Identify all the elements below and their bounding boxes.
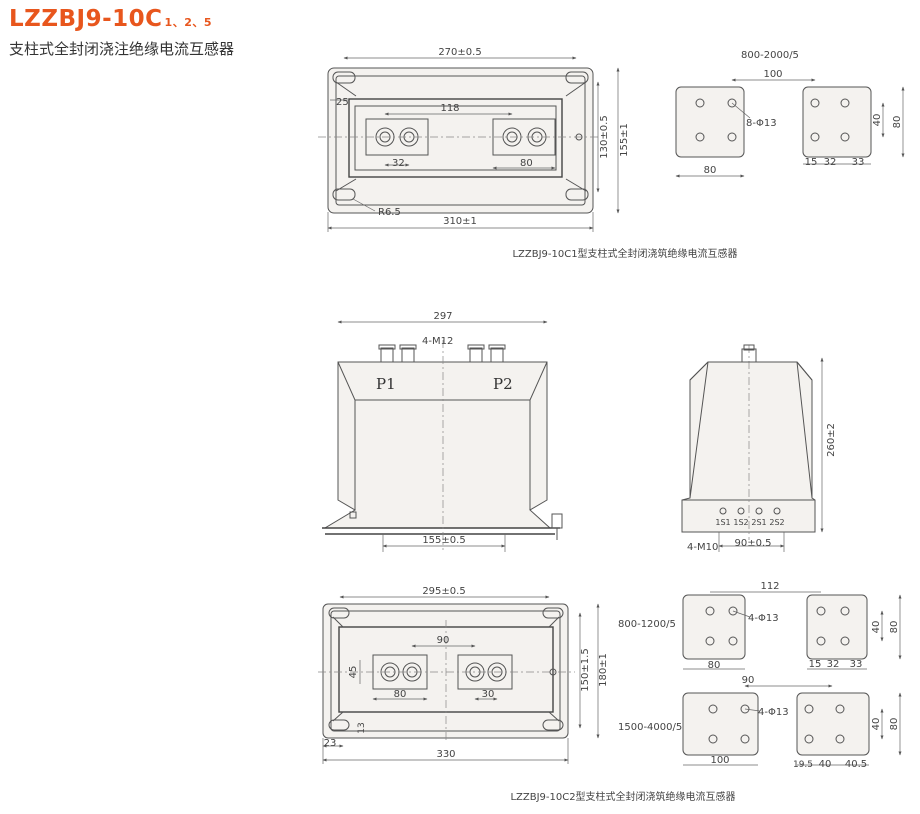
hole-8-phi13: 8-Φ13: [746, 118, 777, 129]
hole-a-4-phi13: 4-Φ13: [748, 613, 779, 624]
ratio-800-1200: 800-1200/5: [618, 619, 676, 630]
dim-295: 295±0.5: [422, 586, 465, 597]
dim-40-c: 40: [819, 759, 832, 770]
dim-90-05: 90±0.5: [734, 538, 771, 549]
side-body: [681, 361, 816, 533]
c1-base-outline: [327, 67, 594, 214]
dim-40: 40: [872, 114, 883, 127]
dim-112: 112: [760, 581, 779, 592]
c2-busbar-plates: 112 800-1200/5 4-Φ13 80 15 32 33 40 80 9…: [618, 581, 902, 770]
dim-80: 80: [520, 158, 533, 169]
dim-30: 30: [482, 689, 495, 700]
plate-b-left: [682, 692, 759, 756]
dim-32b: 32: [824, 157, 837, 168]
side-stud: [741, 344, 757, 363]
dim-33-a: 33: [850, 659, 863, 670]
c2-caption: LZZBJ9-10C2型支柱式全封闭浇筑绝缘电流互感器: [510, 790, 735, 803]
dim-40-a: 40: [871, 621, 882, 634]
c1-busbar-plates: 800-2000/5 8-Φ13 80 100 15 32 33 40 80: [675, 50, 905, 178]
p2-label: P2: [493, 375, 513, 393]
plate-b-right: [796, 692, 870, 756]
c2-mount-slots: [328, 607, 564, 731]
dim-45: 45: [348, 666, 359, 679]
c1-caption: LZZBJ9-10C1型支柱式全封闭浇筑绝缘电流互感器: [512, 247, 737, 260]
dim-r65: R6.5: [378, 207, 401, 218]
dim-330: 330: [436, 749, 455, 760]
dim-130: 130±0.5: [599, 115, 610, 158]
dim-15: 15: [805, 157, 818, 168]
front-view: 297 4-M12 P1 P2 155±0.5: [322, 311, 563, 552]
c1-mount-slots: [332, 71, 589, 201]
dim-80-a: 80: [708, 660, 721, 671]
dim-40-5: 40.5: [845, 759, 867, 770]
title-main: LZZBJ9-10C: [9, 6, 163, 32]
secondary-terminals: 1S1 1S2 2S1 2S2: [715, 507, 785, 527]
dim-25: 25: [336, 97, 349, 108]
p1-label: P1: [376, 375, 396, 393]
dim-13: 13: [357, 722, 367, 733]
dim-155: 155±1: [619, 123, 630, 157]
front-studs: [378, 344, 506, 363]
dim-32-a: 32: [827, 659, 840, 670]
dim-297: 297: [433, 311, 452, 322]
title-suffix: 1、2、5: [164, 16, 213, 29]
plate-a-left: [682, 594, 746, 660]
dim-118: 118: [440, 103, 459, 114]
dim-100-b: 100: [710, 755, 729, 766]
dim-90-b: 90: [742, 675, 755, 686]
terminal-1s2: 1S2: [733, 518, 748, 527]
dim-40-b: 40: [871, 718, 882, 731]
plate-left: [675, 86, 745, 158]
dim-32: 32: [392, 158, 405, 169]
c2-top-view: 295±0.5 90 45 80 30: [318, 586, 609, 764]
front-body: [323, 361, 552, 529]
dim-plate-80: 80: [704, 165, 717, 176]
c1-top-view: 270±0.5 310±1 25 118 32 80 R6.5 130±0.5 …: [318, 47, 630, 232]
ground-stud: [551, 513, 563, 540]
side-view: 1S1 1S2 2S1 2S2 260±2 90±0.5 4-M10: [681, 344, 837, 553]
terminal-2s2: 2S2: [769, 518, 784, 527]
dim-90: 90: [437, 635, 450, 646]
dim-19-5: 19.5: [793, 760, 813, 770]
terminal-2s1: 2S1: [751, 518, 766, 527]
dim-260: 260±2: [826, 423, 837, 457]
dim-15-a: 15: [809, 659, 822, 670]
dim-100: 100: [763, 69, 782, 80]
dim-155-05: 155±0.5: [422, 535, 465, 546]
m12-label: 4-M12: [422, 336, 453, 347]
dim-23: 23: [324, 738, 337, 749]
dim-80-c2: 80: [394, 689, 407, 700]
dim-310: 310±1: [443, 216, 477, 227]
dim-270: 270±0.5: [438, 47, 481, 58]
ratio-800-2000: 800-2000/5: [741, 50, 799, 61]
m10-label: 4-M10: [687, 542, 718, 553]
plate-a-right: [806, 594, 868, 660]
dim-80-b: 80: [889, 718, 900, 731]
terminal-1s1: 1S1: [715, 518, 730, 527]
ratio-1500-4000: 1500-4000/5: [618, 722, 682, 733]
plate-right: [802, 86, 872, 158]
dim-150: 150±1.5: [580, 648, 591, 691]
hole-b-4-phi13: 4-Φ13: [758, 707, 789, 718]
dim-180: 180±1: [598, 653, 609, 687]
dim-plate-80-v: 80: [892, 116, 903, 129]
product-subtitle: 支柱式全封闭浇注绝缘电流互感器: [9, 40, 235, 58]
dim-33: 33: [852, 157, 865, 168]
dim-80-ar: 80: [889, 621, 900, 634]
c2-base-outline: [322, 603, 569, 739]
